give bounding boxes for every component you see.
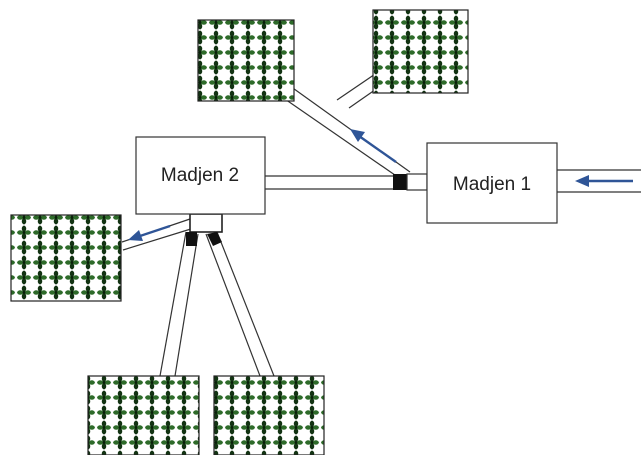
gate-madjen1-outlet — [393, 174, 407, 190]
gate-madjen2-right — [207, 232, 222, 246]
canal-madjen1-to-madjen2 — [265, 175, 394, 190]
field-top-left-icon — [197, 19, 295, 102]
madjen-1-label: Madjen 1 — [453, 174, 531, 195]
field-top-right-icon — [372, 9, 469, 94]
flow-arrow-to-left-field — [128, 224, 171, 241]
gate-madjen2-outlet-frame — [189, 213, 223, 233]
field-left-icon — [10, 214, 122, 302]
flow-arrow-to-top-fields — [350, 129, 397, 163]
field-bottom-right-icon — [213, 375, 325, 455]
gate-madjen1-outlet-frame — [406, 173, 428, 191]
madjen-2-label: Madjen 2 — [161, 165, 239, 186]
gate-madjen2-left — [186, 232, 197, 246]
madjen-2-node: Madjen 2 — [135, 136, 266, 215]
field-bottom-left-icon — [87, 375, 200, 455]
madjen-1-node: Madjen 1 — [426, 142, 558, 224]
canal-inflow — [557, 169, 641, 193]
canal-madjen2-to-bottom-fields — [159, 231, 275, 377]
flow-arrow-inflow — [575, 175, 633, 187]
